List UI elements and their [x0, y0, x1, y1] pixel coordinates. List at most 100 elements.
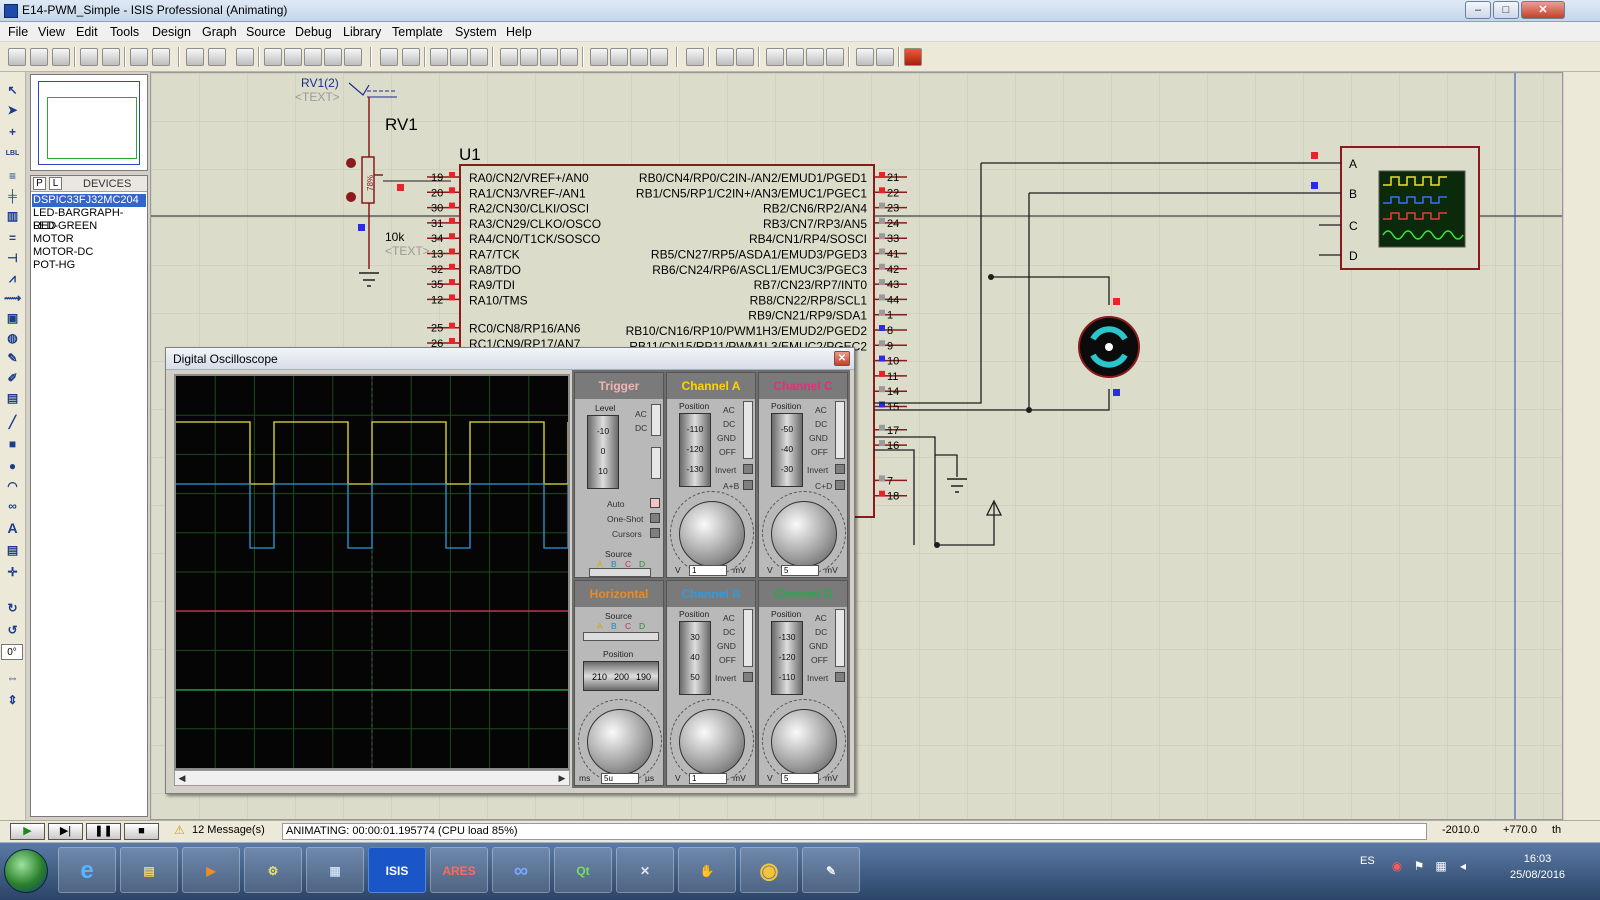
- refresh-icon[interactable]: [186, 48, 204, 66]
- trigger-cursors-button[interactable]: [650, 528, 660, 538]
- block-delete-icon[interactable]: [560, 48, 578, 66]
- channel-c-volts-knob[interactable]: [771, 501, 837, 567]
- remove-sheet-icon[interactable]: [786, 48, 804, 66]
- trigger-level-drum[interactable]: -10 0 10: [587, 415, 619, 489]
- network-icon[interactable]: ▦: [1435, 859, 1447, 873]
- wire-autorouter-icon[interactable]: [686, 48, 704, 66]
- box-icon[interactable]: ■: [8, 437, 17, 451]
- taskbar-paint[interactable]: ✎: [802, 847, 860, 893]
- decompose-icon[interactable]: [650, 48, 668, 66]
- channel-d-volts-knob[interactable]: [771, 709, 837, 775]
- view-area-rectangle[interactable]: [47, 97, 137, 159]
- channel-d-position-drum[interactable]: -130-120-110: [771, 621, 803, 695]
- undo-icon[interactable]: [380, 48, 398, 66]
- horizontal-timebase-knob[interactable]: [587, 709, 653, 775]
- zoom-all-icon[interactable]: [324, 48, 342, 66]
- menu-view[interactable]: View: [38, 25, 65, 39]
- text-script-icon[interactable]: ≡: [8, 169, 16, 183]
- marker-icon[interactable]: ✛: [7, 565, 18, 579]
- component-mode-icon[interactable]: ➤: [7, 103, 18, 117]
- grid-icon[interactable]: [208, 48, 226, 66]
- zoom-area-icon[interactable]: [344, 48, 362, 66]
- device-list-item[interactable]: LED-BARGRAPH-RED: [33, 207, 124, 232]
- channel-d-invert-button[interactable]: [835, 672, 845, 682]
- circle-icon[interactable]: ●: [8, 459, 17, 473]
- device-list-item[interactable]: MOTOR: [33, 233, 74, 245]
- device-list-item[interactable]: MOTOR-DC: [33, 246, 94, 258]
- wire-label-icon[interactable]: LBL: [5, 150, 20, 157]
- electrical-check-icon[interactable]: [876, 48, 894, 66]
- menu-source[interactable]: Source: [246, 25, 286, 39]
- tape-recorder-icon[interactable]: ⟿: [4, 291, 22, 305]
- selection-mode-icon[interactable]: ↖: [7, 83, 18, 97]
- junction-dot-icon[interactable]: +: [8, 125, 16, 139]
- copy-icon[interactable]: [450, 48, 468, 66]
- taskbar-file-explorer[interactable]: ▤: [120, 847, 178, 893]
- print-area-icon[interactable]: [152, 48, 170, 66]
- cut-icon[interactable]: [430, 48, 448, 66]
- channel-c-coupling-switch[interactable]: [835, 401, 845, 459]
- keyboard-language[interactable]: ES: [1360, 855, 1375, 867]
- messages-count[interactable]: 12 Message(s): [192, 824, 265, 836]
- channel-b-volts-knob[interactable]: [679, 709, 745, 775]
- close-button[interactable]: ✕: [1521, 1, 1565, 19]
- taskbar-chrome[interactable]: ◉: [740, 847, 798, 893]
- horizontal-position-drum[interactable]: 210 200 190: [583, 661, 659, 691]
- zoom-in-icon[interactable]: [284, 48, 302, 66]
- play-button[interactable]: ▶: [10, 823, 45, 840]
- channel-a-position-drum[interactable]: -110-120-130: [679, 413, 711, 487]
- save-icon[interactable]: [52, 48, 70, 66]
- oscilloscope-close-button[interactable]: ✕: [834, 351, 850, 366]
- print-icon[interactable]: [130, 48, 148, 66]
- tray-app-icon[interactable]: ◉: [1391, 859, 1403, 873]
- generator-icon[interactable]: ▣: [6, 311, 19, 325]
- export-icon[interactable]: [102, 48, 120, 66]
- taskbar-hand-app[interactable]: ✋: [678, 847, 736, 893]
- terminals-icon[interactable]: =: [8, 231, 16, 245]
- block-copy-icon[interactable]: [500, 48, 518, 66]
- text-icon[interactable]: A: [7, 520, 18, 536]
- oscilloscope-title-bar[interactable]: Digital Oscilloscope ✕: [166, 348, 854, 370]
- pause-button[interactable]: ❚❚: [86, 823, 121, 840]
- packaging-icon[interactable]: [630, 48, 648, 66]
- overview-window[interactable]: [30, 74, 148, 171]
- ares-netlist-icon[interactable]: [904, 48, 922, 66]
- taskbar-internet-explorer[interactable]: e: [58, 847, 116, 893]
- channel-a-volts-field[interactable]: 1: [689, 565, 727, 576]
- pick-device-icon[interactable]: [590, 48, 608, 66]
- voltage-probe-icon[interactable]: ◍: [7, 331, 18, 345]
- pan-icon[interactable]: [264, 48, 282, 66]
- buses-icon[interactable]: ╪: [8, 189, 17, 203]
- horizontal-source-slider[interactable]: [583, 632, 659, 641]
- channel-a-invert-button[interactable]: [743, 464, 753, 474]
- new-file-icon[interactable]: [8, 48, 26, 66]
- menu-design[interactable]: Design: [152, 25, 191, 39]
- menu-library[interactable]: Library: [343, 25, 382, 39]
- channel-b-volts-field[interactable]: 1: [689, 773, 727, 784]
- menu-tools[interactable]: Tools: [110, 25, 140, 39]
- taskbar-isis[interactable]: ISIS: [368, 847, 426, 893]
- subcircuit-icon[interactable]: ▥: [6, 209, 19, 223]
- maximize-button[interactable]: □: [1493, 1, 1519, 19]
- menu-debug[interactable]: Debug: [295, 25, 332, 39]
- origin-icon[interactable]: [236, 48, 254, 66]
- taskbar-qt-creator[interactable]: Qt: [554, 847, 612, 893]
- rotation-angle-field[interactable]: 0°: [1, 644, 23, 660]
- trigger-source-slider[interactable]: [589, 568, 651, 577]
- scroll-left-icon[interactable]: ◀: [178, 773, 186, 783]
- trigger-edge-switch[interactable]: [651, 447, 661, 479]
- channel-d-volts-field[interactable]: 5: [781, 773, 819, 784]
- rotate-clockwise-icon[interactable]: ↻: [7, 601, 18, 615]
- channel-b-invert-button[interactable]: [743, 672, 753, 682]
- trigger-oneshot-button[interactable]: [650, 513, 660, 523]
- taskbar-calculator[interactable]: ▦: [306, 847, 364, 893]
- menu-edit[interactable]: Edit: [76, 25, 98, 39]
- channel-c-volts-field[interactable]: 5: [781, 565, 819, 576]
- bill-of-materials-icon[interactable]: [856, 48, 874, 66]
- rotate-anticlockwise-icon[interactable]: ↺: [7, 623, 18, 637]
- channel-c-position-drum[interactable]: -50-40-30: [771, 413, 803, 487]
- device-pins-icon[interactable]: ⊣: [7, 251, 18, 265]
- symbol-icon[interactable]: ▤: [6, 543, 19, 557]
- menu-help[interactable]: Help: [506, 25, 532, 39]
- device-list-item[interactable]: POT-HG: [33, 259, 76, 271]
